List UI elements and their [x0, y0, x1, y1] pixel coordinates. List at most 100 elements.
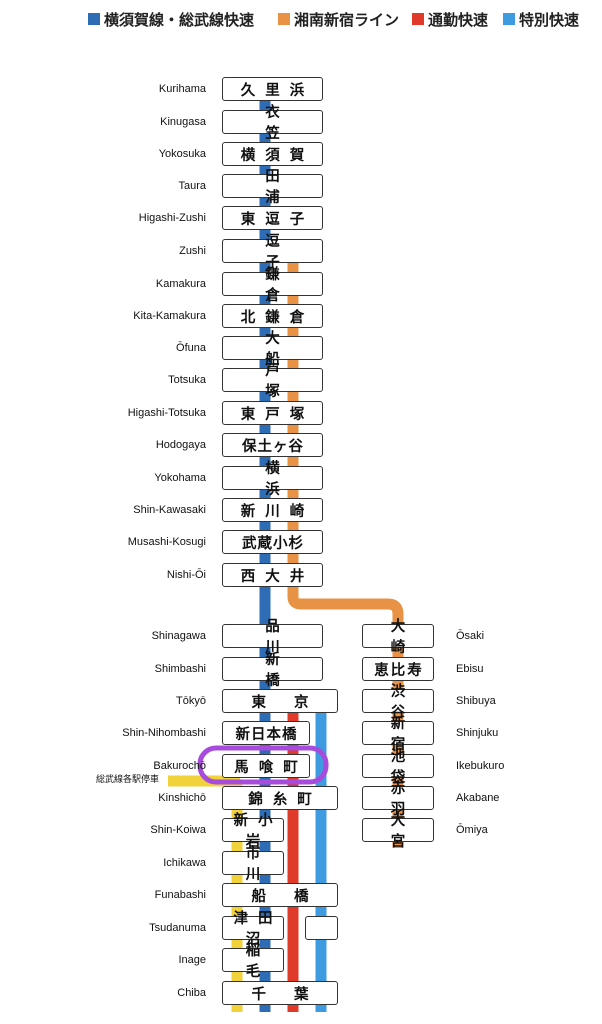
- branch-station-box-0[interactable]: 大崎: [362, 619, 434, 656]
- station-name-ja: 逗子: [265, 234, 308, 271]
- station-box-1[interactable]: 衣笠: [222, 105, 323, 142]
- legend: 横須賀線・総武線快速 湘南新宿ライン 通勤快速 特別快速: [0, 8, 602, 30]
- station-box-13[interactable]: 新川崎: [222, 498, 323, 522]
- station-name-ja: 錦糸町: [248, 791, 322, 808]
- station-name-ja: 東逗子: [240, 211, 315, 228]
- station-name-en: Bakurochō: [153, 760, 206, 772]
- station-box-8[interactable]: 大船: [222, 331, 323, 368]
- station-box-27[interactable]: 千葉: [222, 981, 338, 1005]
- station-box-9[interactable]: 戸塚: [222, 363, 323, 400]
- station-name-en: Yokosuka: [158, 148, 206, 160]
- branch-station-name-en: Ōmiya: [456, 824, 488, 836]
- station-name-en: Shinagawa: [151, 630, 206, 642]
- station-box-21[interactable]: 錦糸町: [222, 786, 338, 810]
- station-name-ja: 東京: [251, 694, 337, 711]
- station-box-14[interactable]: 武蔵小杉: [222, 530, 323, 554]
- legend-item-commuter: 通勤快速: [412, 8, 488, 30]
- station-name-ja: 西大井: [240, 568, 315, 585]
- station-name-en: Kurihama: [158, 83, 206, 95]
- station-name-ja: 新小岩: [233, 813, 283, 850]
- branch-station-box-5[interactable]: 赤羽: [362, 781, 434, 818]
- station-name-en: Tsudanuma: [149, 922, 206, 934]
- station-box-15[interactable]: 西大井: [222, 563, 323, 587]
- legend-item-special: 特別快速: [503, 8, 579, 30]
- station-box-20[interactable]: 馬喰町: [222, 754, 310, 778]
- station-box-11[interactable]: 保土ヶ谷: [222, 433, 323, 457]
- station-name-en: Ōfuna: [176, 342, 206, 354]
- station-name-en: Kinugasa: [160, 116, 206, 128]
- branch-station-box-2[interactable]: 渋谷: [362, 684, 434, 721]
- station-name-ja: 田浦: [265, 169, 308, 206]
- station-box-0[interactable]: 久里浜: [222, 77, 323, 101]
- station-name-ja: 大宮: [390, 813, 420, 850]
- branch-station-name-en: Shibuya: [456, 695, 496, 707]
- legend-label-yokosuka: 横須賀線・総武線快速: [104, 10, 255, 29]
- station-box-18[interactable]: 東京: [222, 689, 338, 713]
- station-name-ja: 津田沼: [233, 911, 283, 948]
- station-name-ja: 戸塚: [265, 363, 308, 400]
- station-box-17[interactable]: 新橋: [222, 652, 323, 689]
- station-name-en: Tōkyō: [176, 695, 206, 707]
- branch-station-name-en: Shinjuku: [456, 727, 499, 739]
- branch-station-name-en: Ebisu: [456, 663, 484, 675]
- station-name-en: Nishi-Ōi: [166, 569, 206, 581]
- legend-item-shonan: 湘南新宿ライン: [278, 8, 399, 30]
- station-name-ja: 市川: [245, 846, 289, 883]
- station-name-ja: 新橋: [265, 652, 308, 689]
- branch-station-box-1[interactable]: 恵比寿: [362, 657, 434, 681]
- station-name-ja: 大崎: [390, 619, 420, 656]
- branch-station-box-6[interactable]: 大宮: [362, 813, 434, 850]
- station-box-3[interactable]: 田浦: [222, 169, 323, 206]
- station-name-en: Kinshichō: [158, 792, 206, 804]
- station-name-en: Yokohama: [154, 472, 206, 484]
- station-box-23[interactable]: 市川: [222, 846, 284, 883]
- branch-station-box-3[interactable]: 新宿: [362, 716, 434, 753]
- station-box-25[interactable]: 津田沼: [222, 911, 284, 948]
- station-box-10[interactable]: 東戸塚: [222, 401, 323, 425]
- station-box-2[interactable]: 横須賀: [222, 142, 323, 166]
- legend-label-commuter: 通勤快速: [428, 10, 489, 29]
- station-box-12[interactable]: 横浜: [222, 461, 323, 498]
- station-name-ja: 馬喰町: [234, 759, 308, 776]
- station-name-ja: 保土ヶ谷: [242, 438, 304, 455]
- station-name-en: Inage: [178, 954, 206, 966]
- station-box-5[interactable]: 逗子: [222, 234, 323, 271]
- legend-swatch-shonan: [278, 13, 290, 25]
- station-name-en: Higashi-Zushi: [138, 212, 206, 224]
- station-name-en: Kita-Kamakura: [133, 310, 206, 322]
- station-name-en: Shin-Koiwa: [150, 824, 206, 836]
- station-box-24[interactable]: 船橋: [222, 883, 338, 907]
- station-name-en: Hodogaya: [155, 439, 206, 451]
- branch-station-name-en: Akabane: [456, 792, 500, 804]
- station-name-ja: 衣笠: [265, 105, 308, 142]
- station-name-ja: 恵比寿: [374, 662, 424, 679]
- station-name-ja: 久里浜: [240, 82, 315, 99]
- station-name-ja: 渋谷: [390, 684, 420, 721]
- legend-label-shonan: 湘南新宿ライン: [294, 10, 400, 29]
- station-box-7[interactable]: 北鎌倉: [222, 304, 323, 328]
- legend-swatch-special: [503, 13, 515, 25]
- station-box-16[interactable]: 品川: [222, 619, 323, 656]
- station-name-en: Shimbashi: [154, 663, 206, 675]
- station-box-4[interactable]: 東逗子: [222, 206, 323, 230]
- station-name-ja: 大船: [265, 331, 308, 368]
- station-name-en: Shin-Kawasaki: [133, 504, 206, 516]
- station-box-22[interactable]: 新小岩: [222, 813, 284, 850]
- station-box-19[interactable]: 新日本橋: [222, 721, 310, 745]
- branch-station-box-4[interactable]: 池袋: [362, 749, 434, 786]
- station-name-en: Zushi: [179, 245, 206, 257]
- station-name-ja: 北鎌倉: [240, 309, 315, 326]
- station-name-en: Ichikawa: [163, 857, 206, 869]
- local-line-note: 総武線各駅停車: [96, 775, 160, 785]
- empty-stop-box: [305, 916, 338, 940]
- station-box-26[interactable]: 稲毛: [222, 943, 284, 980]
- station-box-6[interactable]: 鎌倉: [222, 267, 323, 304]
- station-name-en: Totsuka: [168, 374, 206, 386]
- station-name-ja: 武蔵小杉: [242, 535, 304, 552]
- branch-station-name-en: Ikebukuro: [456, 760, 505, 772]
- station-name-ja: 横浜: [265, 461, 308, 498]
- station-name-ja: 稲毛: [245, 943, 289, 980]
- station-name-ja: 新川崎: [240, 503, 315, 520]
- station-name-ja: 新日本橋: [235, 726, 298, 743]
- station-name-en: Shin-Nihombashi: [122, 727, 206, 739]
